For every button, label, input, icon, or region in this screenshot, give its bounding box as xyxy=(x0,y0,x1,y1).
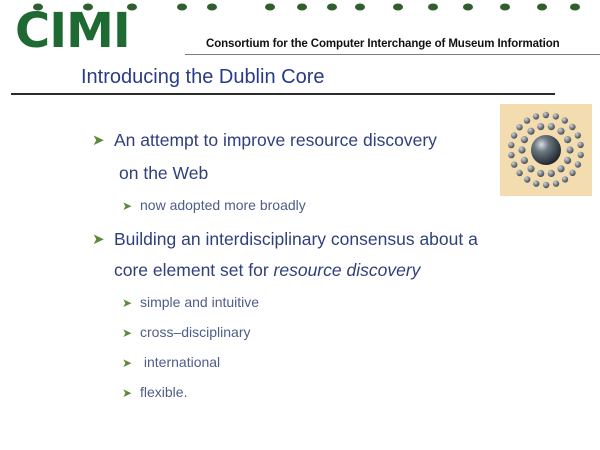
ring-dot xyxy=(547,169,555,177)
bullet-2-emphasis: resource discovery xyxy=(273,260,421,280)
header-divider xyxy=(185,54,600,55)
ring-dot xyxy=(516,124,523,131)
ring-dot xyxy=(561,117,568,124)
arrowhead-bullet-icon: ➤ xyxy=(92,231,105,248)
ring-dot xyxy=(577,141,584,149)
ring-dot xyxy=(566,146,574,154)
ring-dot xyxy=(569,169,576,176)
ring-dot xyxy=(552,180,560,187)
bullet-2-sub-1: ➤ simple and intuitive xyxy=(122,294,259,312)
ring-dot xyxy=(508,151,515,159)
ring-dot xyxy=(508,141,515,149)
sphere-ring-icon xyxy=(500,104,592,196)
ring-dot xyxy=(561,176,569,183)
bullet-2-sub-4-text: flexible. xyxy=(140,384,188,400)
bullet-2-sub-4: ➤ flexible. xyxy=(122,384,187,402)
bullet-2-sub-3-text: international xyxy=(140,354,221,370)
ring-dot xyxy=(537,169,545,177)
consortium-name: Consortium for the Computer Interchange … xyxy=(206,38,560,50)
title-underline xyxy=(11,93,555,95)
bullet-2-sub-3: ➤ international xyxy=(122,354,220,372)
bullet-1-text: An attempt to improve resource discovery xyxy=(114,130,437,150)
bullet-2-continuation-prefix: core element set for xyxy=(114,260,274,280)
bullet-2-sub-1-text: simple and intuitive xyxy=(140,294,260,310)
cimi-logo: CIMI xyxy=(15,3,131,59)
header-dots-decoration xyxy=(33,3,580,11)
bullet-2: ➤ Building an interdisciplinary consensu… xyxy=(92,229,478,251)
bullet-1-sub-1-text: now adopted more broadly xyxy=(140,197,306,213)
ring-dot xyxy=(577,151,584,159)
arrowhead-bullet-icon: ➤ xyxy=(122,296,133,310)
bullet-1: ➤ An attempt to improve resource discove… xyxy=(92,130,437,152)
bullet-1-continuation: on the Web xyxy=(119,163,209,183)
ring-dot xyxy=(552,113,559,120)
ring-dot xyxy=(564,156,572,164)
ring-dot xyxy=(527,127,535,135)
bullet-2-continuation: core element set for resource discovery xyxy=(114,260,420,281)
ring-dot xyxy=(574,161,582,168)
ring-dot xyxy=(510,132,518,139)
bullet-1-sub-1: ➤ now adopted more broadly xyxy=(122,197,306,215)
ring-dot xyxy=(520,156,528,164)
ring-dot xyxy=(542,181,550,189)
arrowhead-bullet-icon: ➤ xyxy=(122,386,133,400)
arrowhead-bullet-icon: ➤ xyxy=(122,199,133,213)
ring-dot xyxy=(564,136,572,144)
ring-dot xyxy=(557,165,565,173)
arrowhead-bullet-icon: ➤ xyxy=(122,356,133,370)
ring-dot xyxy=(523,117,531,124)
ring-dot xyxy=(533,180,540,187)
ring-dot xyxy=(569,123,576,131)
ring-dot xyxy=(518,146,526,154)
bullet-2-text: Building an interdisciplinary consensus … xyxy=(114,229,478,249)
ring-dot xyxy=(527,165,535,173)
ring-dot xyxy=(520,136,528,144)
bullet-2-sub-2-text: cross–disciplinary xyxy=(140,324,251,340)
slide-title: Introducing the Dublin Core xyxy=(81,66,325,88)
ring-dot xyxy=(574,132,581,139)
arrowhead-bullet-icon: ➤ xyxy=(92,132,105,149)
ring-dot xyxy=(557,127,565,135)
arrowhead-bullet-icon: ➤ xyxy=(122,326,133,340)
ring-dot xyxy=(524,176,531,183)
ring-dot xyxy=(537,123,545,131)
ring-dot xyxy=(516,169,523,177)
ring-dot xyxy=(532,113,540,120)
ring-dot xyxy=(511,161,518,168)
ring-dot xyxy=(547,123,555,131)
bullet-2-sub-2: ➤ cross–disciplinary xyxy=(122,324,250,342)
ring-dot xyxy=(542,111,550,119)
